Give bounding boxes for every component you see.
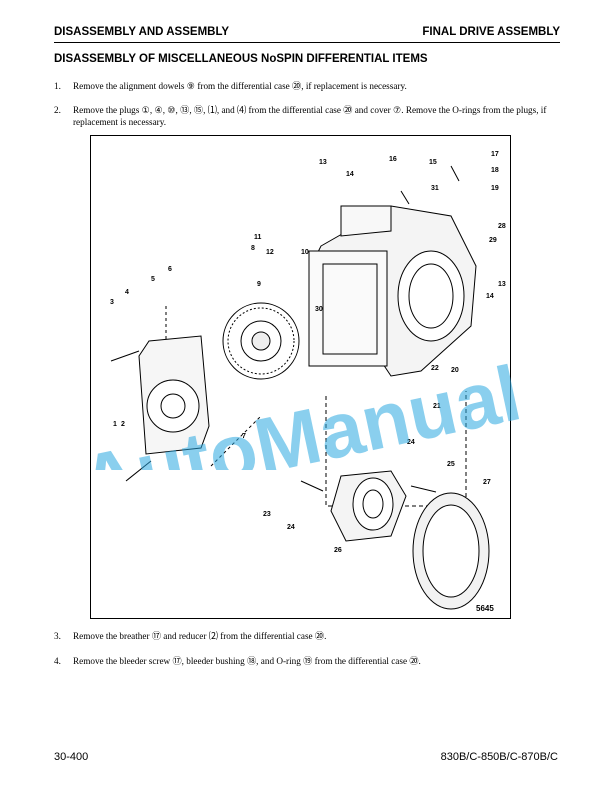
callout-10: 10 xyxy=(301,249,309,256)
callout-1: 1 xyxy=(113,421,117,428)
callout-4: 4 xyxy=(125,289,129,296)
section-title: DISASSEMBLY OF MISCELLANEOUS NoSPIN DIFF… xyxy=(54,53,428,65)
callout-20: 20 xyxy=(451,367,459,374)
header-chapter: FINAL DRIVE ASSEMBLY xyxy=(422,26,560,38)
step-text: Remove the alignment dowels ⑨ from the d… xyxy=(73,81,407,91)
callout-23: 23 xyxy=(263,511,271,518)
exploded-view-figure: 3 4 5 6 8 9 10 11 12 13 14 15 16 17 18 1… xyxy=(90,135,511,619)
step-text: Remove the bleeder screw ⑰, bleeder bush… xyxy=(73,656,421,666)
callout-27: 27 xyxy=(483,479,491,486)
callout-24: 24 xyxy=(287,524,295,531)
step-text: Remove the breather ⑰ and reducer ⑵ from… xyxy=(73,631,327,641)
callout-13: 13 xyxy=(319,159,327,166)
step-number: 2. xyxy=(54,105,61,115)
callout-16: 16 xyxy=(389,156,397,163)
callout-19: 19 xyxy=(491,185,499,192)
model-numbers: 830B/C-850B/C-870B/C xyxy=(440,751,558,763)
step-number: 1. xyxy=(54,81,61,91)
figure-id: 5645 xyxy=(476,604,494,613)
callout-9: 9 xyxy=(257,281,261,288)
callout-5: 5 xyxy=(151,276,155,283)
header-section: DISASSEMBLY AND ASSEMBLY xyxy=(54,26,230,38)
page-header: DISASSEMBLY AND ASSEMBLY FINAL DRIVE ASS… xyxy=(54,26,560,43)
callout-13b: 13 xyxy=(498,281,506,288)
callout-25: 25 xyxy=(447,461,455,468)
callout-22: 22 xyxy=(431,365,439,372)
callout-15: 15 xyxy=(429,159,437,166)
case-flange xyxy=(308,250,388,367)
callout-30: 30 xyxy=(315,306,323,313)
callout-17: 17 xyxy=(491,151,499,158)
callout-24b: 24 xyxy=(407,439,415,446)
callout-28: 28 xyxy=(498,223,506,230)
callout-31: 31 xyxy=(431,185,439,192)
callout-12: 12 xyxy=(266,249,274,256)
callout-14: 14 xyxy=(346,171,354,178)
callout-26: 26 xyxy=(334,547,342,554)
page-number: 30-400 xyxy=(54,751,89,763)
step-number: 4. xyxy=(54,656,61,666)
callout-7: 7 xyxy=(242,433,246,440)
callout-11: 11 xyxy=(254,234,262,241)
case-bore xyxy=(397,250,465,342)
exploded-view-drawing: 3 4 5 6 8 9 10 11 12 13 14 15 16 17 18 1… xyxy=(110,151,506,613)
callout-6: 6 xyxy=(168,266,172,273)
callout-8: 8 xyxy=(251,245,255,252)
step-number: 3. xyxy=(54,631,61,641)
callout-29: 29 xyxy=(489,237,497,244)
callout-18: 18 xyxy=(491,167,499,174)
callout-14b: 14 xyxy=(486,293,494,300)
callout-3: 3 xyxy=(110,299,114,306)
callout-2: 2 xyxy=(121,421,125,428)
step-text: Remove the plugs ①, ④, ⑩, ⑬, ⑮, ⑴, and ⑷… xyxy=(73,105,547,127)
callout-21: 21 xyxy=(433,403,441,410)
